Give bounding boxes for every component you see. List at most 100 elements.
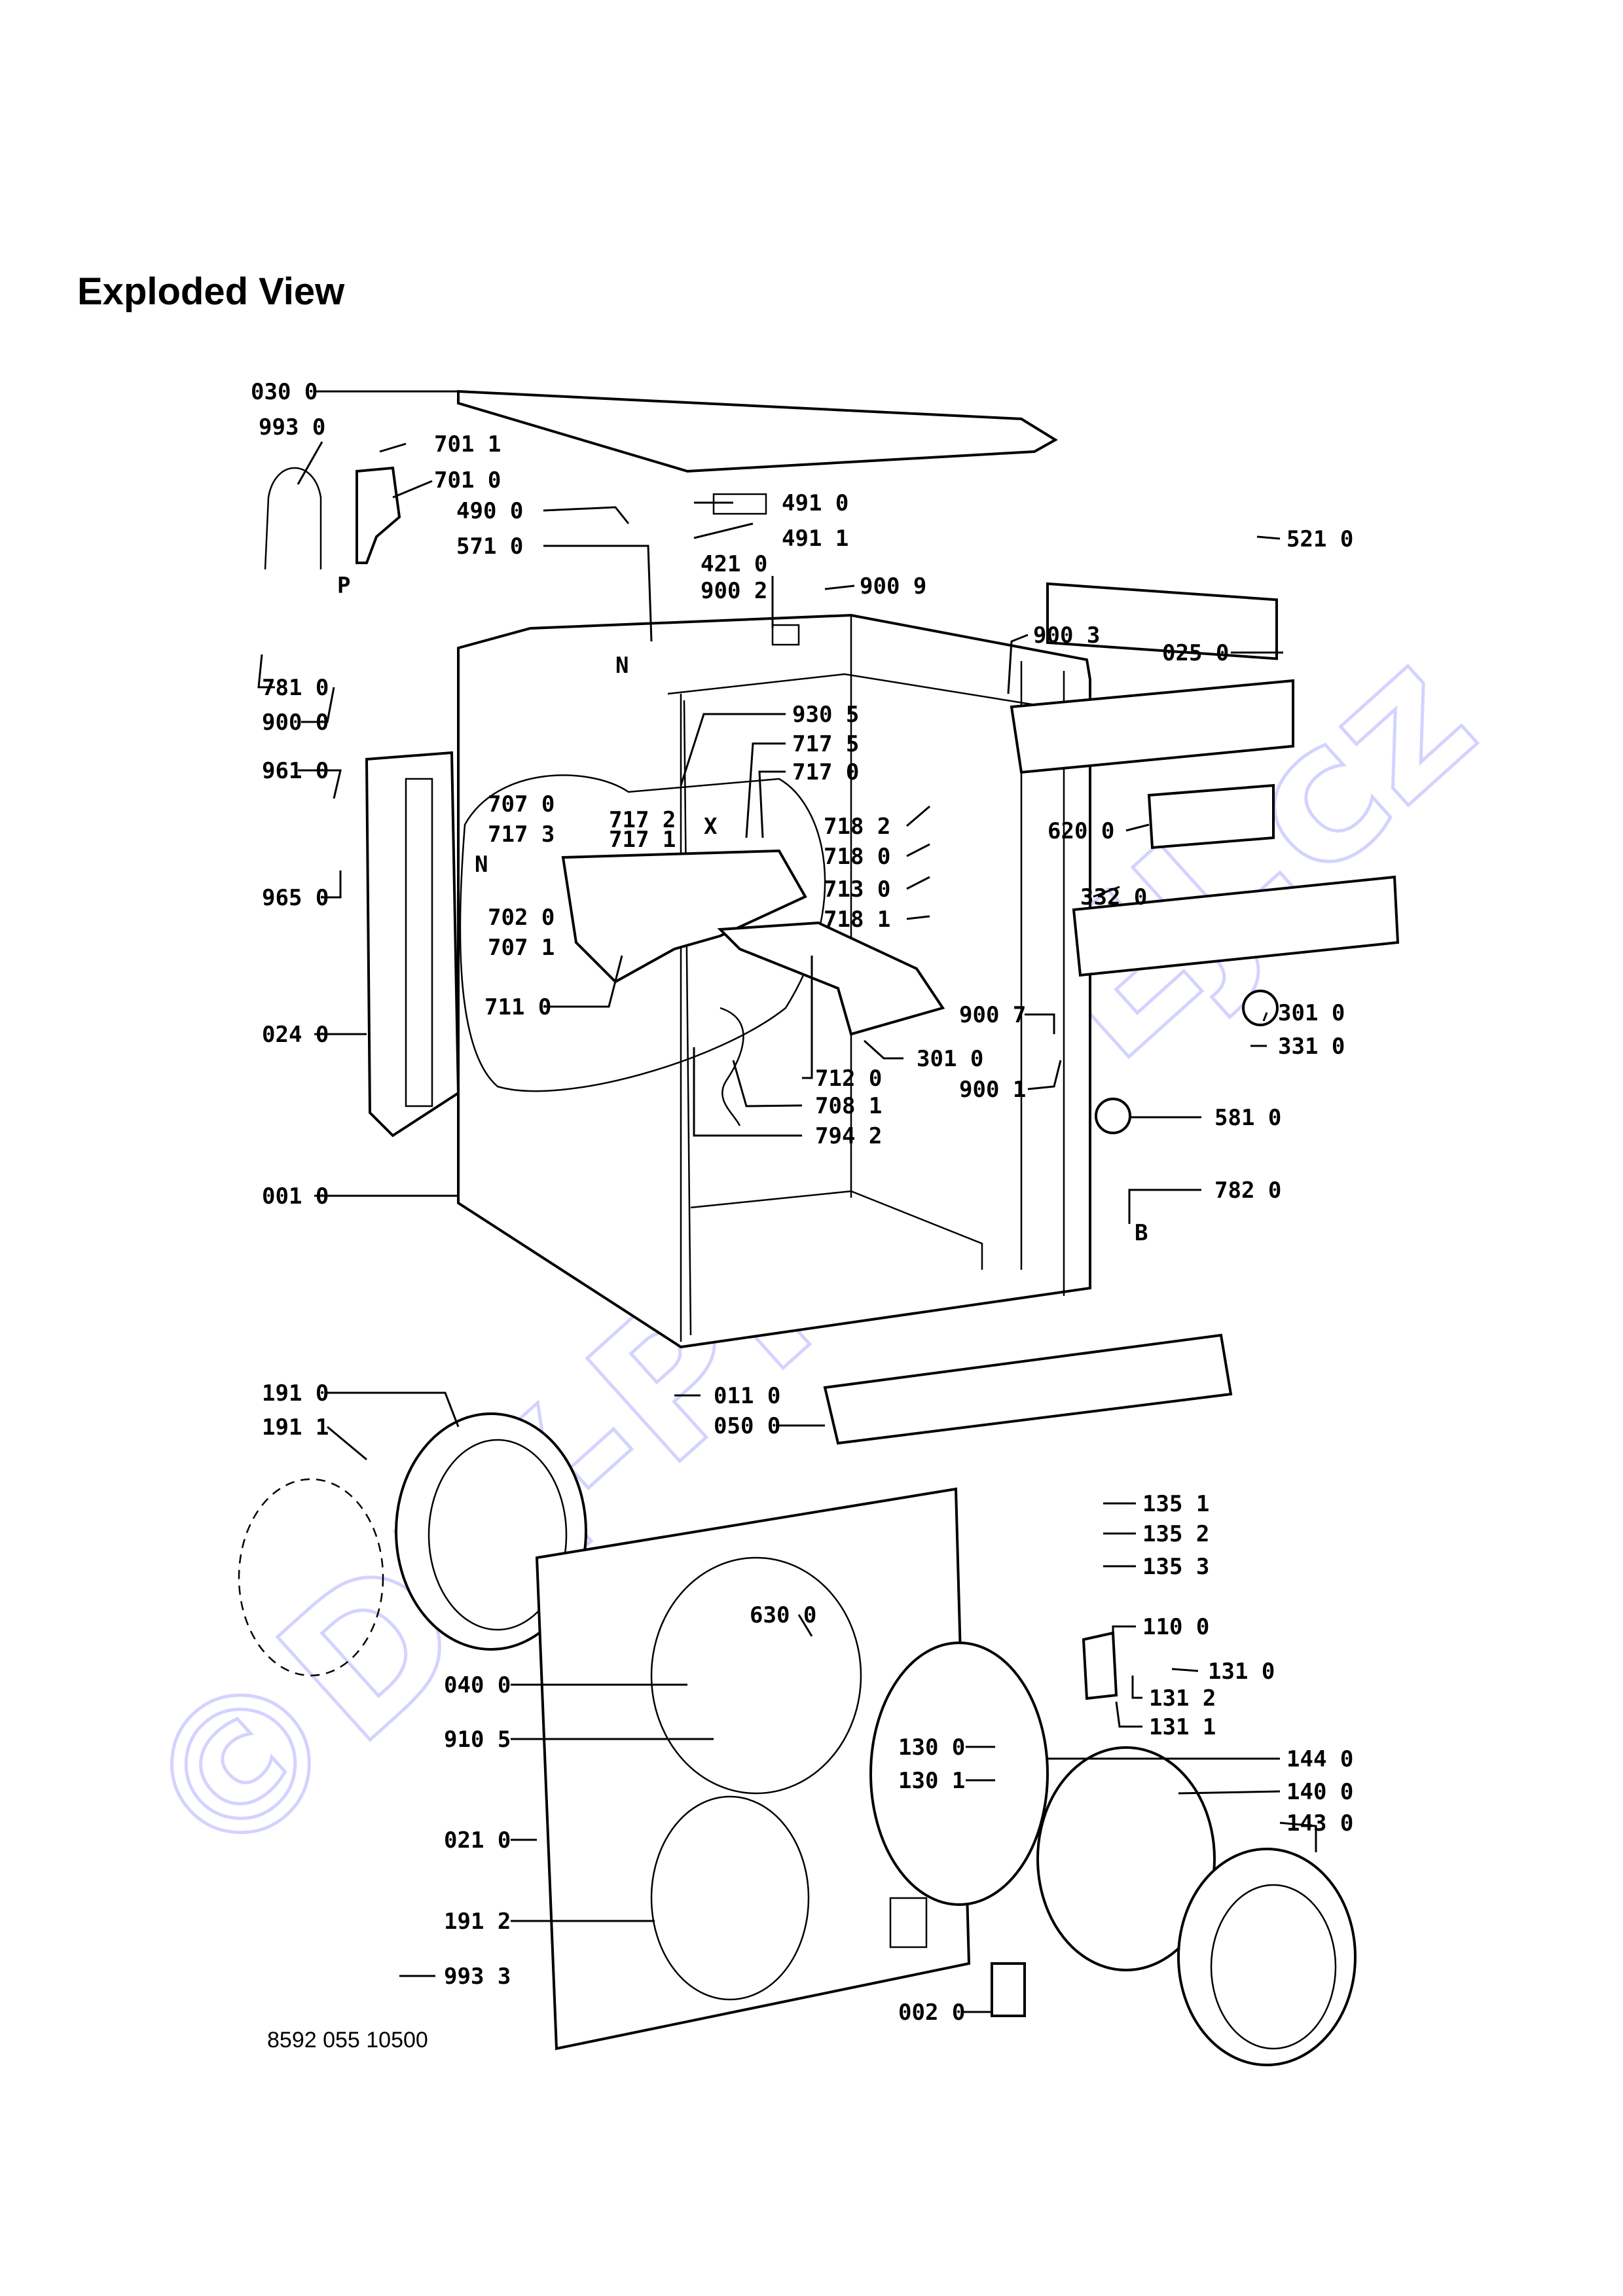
callout-131-0: 131 0: [1208, 1659, 1275, 1685]
callout-717-5: 717 5: [792, 731, 859, 757]
callout-900-7: 900 7: [959, 1002, 1026, 1028]
callout-718-1: 718 1: [824, 906, 890, 933]
callout-965-0: 965 0: [262, 885, 329, 911]
callout-711-0: 711 0: [484, 994, 551, 1020]
dispenser-housing: [561, 849, 807, 984]
callout-707-0: 707 0: [488, 791, 555, 817]
callout-630-0: 630 0: [750, 1602, 816, 1628]
front-panel-porthole: [650, 1556, 862, 1795]
page-title: Exploded View: [77, 270, 345, 313]
callout-050-0: 050 0: [714, 1413, 780, 1439]
callout-712-0: 712 0: [815, 1066, 882, 1092]
callout-717-1: 717 1: [609, 827, 676, 853]
callout-581-0: 581 0: [1214, 1105, 1281, 1131]
callout-571-0: 571 0: [456, 533, 523, 560]
callout-011-0: 011 0: [714, 1383, 780, 1409]
callout-001-0: 001 0: [262, 1183, 329, 1210]
door-frame-inner: [869, 1641, 1049, 1906]
callout-144-0: 144 0: [1286, 1746, 1353, 1772]
kick-plate: [823, 1333, 1233, 1445]
callout-131-2: 131 2: [1149, 1685, 1216, 1712]
front-panel: [535, 1487, 971, 2051]
callout-490-0: 490 0: [456, 498, 523, 524]
callout-900-0: 900 0: [262, 709, 329, 736]
rear-panel-slot: [405, 778, 433, 1107]
callout-p: P: [337, 573, 350, 599]
callout-024-0: 024 0: [262, 1022, 329, 1048]
callout-782-0: 782 0: [1214, 1177, 1281, 1204]
callout-002-0: 002 0: [898, 2000, 965, 2026]
callout-421-0: 421 0: [701, 551, 767, 577]
callout-191-0: 191 0: [262, 1380, 329, 1407]
callout-930-5: 930 5: [792, 702, 859, 728]
callout-191-1: 191 1: [262, 1414, 329, 1441]
callout-718-2: 718 2: [824, 814, 890, 840]
front-panel-lower-circle: [650, 1795, 810, 2001]
callout-708-1: 708 1: [815, 1093, 882, 1119]
callout-021-0: 021 0: [444, 1827, 511, 1854]
callout-900-9: 900 9: [860, 573, 926, 600]
callout-713-0: 713 0: [824, 876, 890, 903]
callout-910-5: 910 5: [444, 1727, 511, 1753]
door-outer-ring-window: [1210, 1884, 1337, 2050]
callout-b: B: [1135, 1220, 1148, 1246]
callout-n-top: N: [615, 653, 629, 679]
front-panel-flap-slot: [889, 1897, 928, 1948]
callout-794-2: 794 2: [815, 1123, 882, 1149]
door-glass: [1036, 1746, 1216, 1971]
callout-717-2: 717 2: [609, 807, 676, 833]
callout-n-left: N: [475, 852, 488, 878]
callout-025-0: 025 0: [1162, 640, 1229, 666]
part-shapes: [238, 389, 1400, 2066]
callout-331-0: 331 0: [1278, 1033, 1345, 1060]
cabinet-inner-top: [667, 673, 1048, 708]
filler-hose: [264, 467, 322, 570]
callout-191-2: 191 2: [444, 1909, 511, 1935]
callout-131-1: 131 1: [1149, 1714, 1216, 1740]
dispenser-drawer: [717, 921, 945, 1036]
callout-961-0: 961 0: [262, 758, 329, 784]
callout-701-1: 701 1: [434, 431, 501, 457]
dispenser-area: [459, 774, 826, 1092]
drain-hose: [720, 1007, 744, 1126]
wire-harness: [712, 493, 767, 515]
callout-781-0: 781 0: [262, 675, 329, 701]
callout-993-3: 993 3: [444, 1964, 511, 1990]
callout-332-0: 332 0: [1080, 884, 1147, 910]
callout-301-0-panel: 301 0: [1278, 1000, 1345, 1026]
callout-labels: 030 0 993 0 701 1 701 0 490 0 491 0 491 …: [251, 379, 1353, 2026]
top-lid: [457, 389, 1058, 473]
callout-900-1: 900 1: [959, 1077, 1026, 1103]
callout-900-2: 900 2: [701, 578, 767, 604]
clamp-ring: [238, 1478, 384, 1677]
door-bellows-inner: [428, 1439, 568, 1631]
mains-filter: [771, 624, 800, 646]
callout-135-1: 135 1: [1142, 1491, 1209, 1517]
callout-491-0: 491 0: [782, 490, 848, 516]
callout-301-0-drawer: 301 0: [917, 1046, 983, 1072]
callout-717-3: 717 3: [488, 821, 555, 848]
callout-620-0: 620 0: [1048, 818, 1114, 844]
callout-143-0: 143 0: [1286, 1810, 1353, 1837]
callout-140-0: 140 0: [1286, 1779, 1353, 1805]
display-board: [1147, 783, 1275, 850]
callout-718-0: 718 0: [824, 844, 890, 870]
callout-702-0: 702 0: [488, 905, 555, 931]
rear-panel: [365, 751, 460, 1138]
callout-leaders: [257, 390, 1317, 2013]
callout-707-1: 707 1: [488, 935, 555, 961]
callout-135-3: 135 3: [1142, 1554, 1209, 1580]
callout-717-0: 717 0: [792, 759, 859, 785]
callout-130-0: 130 0: [898, 1734, 965, 1761]
callout-135-2: 135 2: [1142, 1521, 1209, 1547]
service-flap: [991, 1962, 1026, 2017]
callout-900-3: 900 3: [1033, 622, 1100, 649]
electronic-module: [1046, 582, 1278, 660]
inlet-valve: [356, 466, 401, 564]
control-board: [1010, 679, 1294, 774]
door-outer-ring: [1177, 1848, 1357, 2066]
callout-993-0: 993 0: [259, 414, 325, 440]
door-latch: [1082, 1631, 1118, 1700]
knob: [1242, 990, 1279, 1026]
